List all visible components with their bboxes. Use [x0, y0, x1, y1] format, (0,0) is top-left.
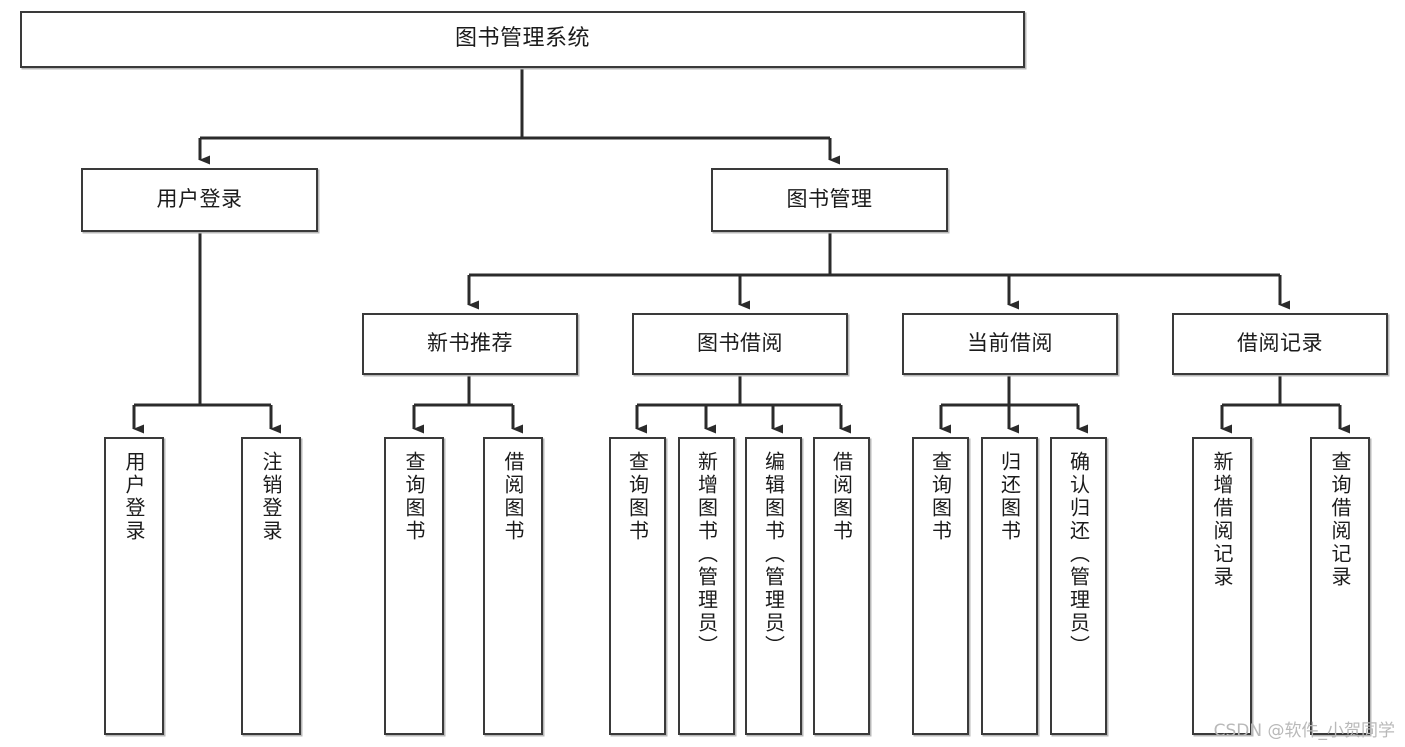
node-label: 新增图书（管理员） [694, 451, 719, 658]
node-label: 查询图书 [928, 451, 953, 543]
node-label: 新增借阅记录 [1210, 451, 1234, 589]
node-leaf-query-book-recommend[interactable]: 查询图书 [384, 437, 444, 735]
watermark-text: CSDN @软件_小贺同学 [1213, 721, 1395, 741]
node-borrowing-record[interactable]: 借阅记录 [1172, 313, 1388, 375]
node-leaf-return-book[interactable]: 归还图书 [981, 437, 1038, 735]
node-leaf-confirm-return-admin[interactable]: 确认归还（管理员） [1050, 437, 1107, 735]
node-label: 查询借阅记录 [1328, 451, 1352, 589]
node-leaf-add-book-admin[interactable]: 新增图书（管理员） [678, 437, 735, 735]
node-root-library-management-system[interactable]: 图书管理系统 [20, 11, 1025, 68]
node-leaf-query-book-current[interactable]: 查询图书 [912, 437, 969, 735]
node-leaf-query-book[interactable]: 查询图书 [609, 437, 666, 735]
node-label: 查询图书 [402, 451, 426, 543]
node-current-borrowing[interactable]: 当前借阅 [902, 313, 1118, 375]
node-label: 编辑图书（管理员） [761, 451, 786, 658]
node-user-login[interactable]: 用户登录 [81, 168, 318, 232]
node-label: 借阅图书 [501, 451, 525, 543]
node-label: 注销登录 [259, 451, 283, 543]
node-label: 借阅记录 [1237, 331, 1323, 356]
node-leaf-borrow-book-recommend[interactable]: 借阅图书 [483, 437, 543, 735]
node-leaf-logout[interactable]: 注销登录 [241, 437, 301, 735]
node-label: 查询图书 [625, 451, 650, 543]
node-leaf-query-borrow-record[interactable]: 查询借阅记录 [1310, 437, 1370, 735]
node-leaf-edit-book-admin[interactable]: 编辑图书（管理员） [745, 437, 802, 735]
node-label: 图书管理系统 [454, 26, 590, 52]
node-leaf-add-borrow-record[interactable]: 新增借阅记录 [1192, 437, 1252, 735]
node-leaf-user-login[interactable]: 用户登录 [104, 437, 164, 735]
node-book-management[interactable]: 图书管理 [711, 168, 948, 232]
node-label: 借阅图书 [829, 451, 854, 543]
node-label: 当前借阅 [967, 331, 1053, 356]
node-leaf-borrow-book[interactable]: 借阅图书 [813, 437, 870, 735]
node-new-book-recommendation[interactable]: 新书推荐 [362, 313, 578, 375]
node-label: 图书管理 [786, 187, 873, 212]
node-label: 新书推荐 [427, 331, 513, 356]
node-label: 用户登录 [156, 187, 243, 212]
node-book-borrowing[interactable]: 图书借阅 [632, 313, 848, 375]
node-label: 归还图书 [997, 451, 1022, 543]
node-label: 用户登录 [122, 451, 146, 543]
node-label: 图书借阅 [697, 331, 783, 356]
node-label: 确认归还（管理员） [1066, 451, 1091, 658]
